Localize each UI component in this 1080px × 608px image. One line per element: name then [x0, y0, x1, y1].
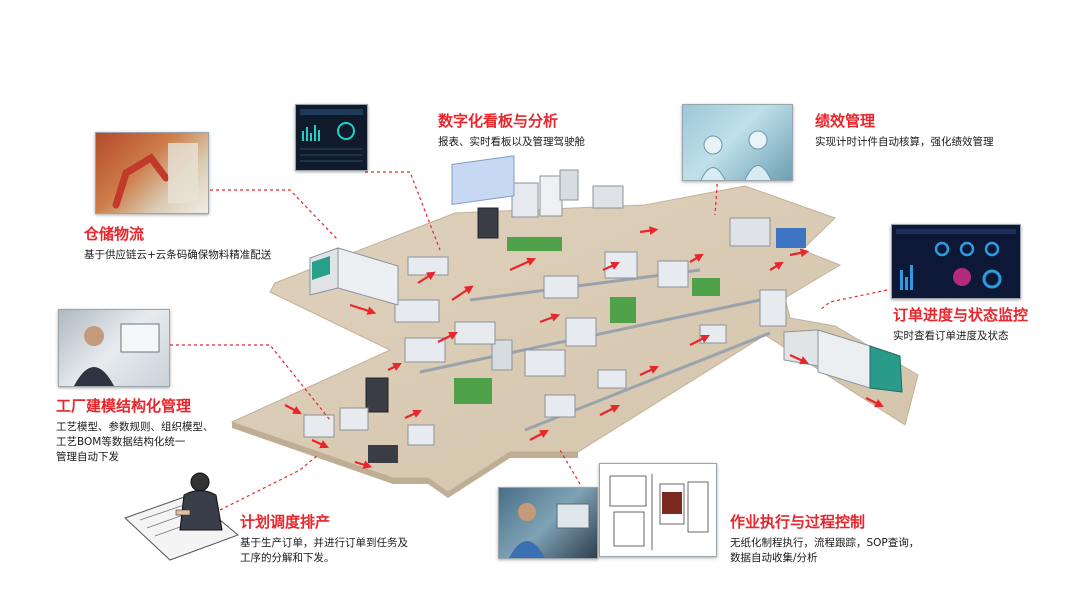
desc-line: 基于生产订单，并进行订单到任务及 — [240, 537, 408, 549]
workers-icon — [700, 130, 772, 180]
desc-line: 工艺BOM等数据结构化统一 — [56, 436, 186, 448]
factory-modeling-photo — [58, 309, 170, 387]
worker-at-bench-icon — [509, 503, 590, 558]
engineer-at-computer-icon — [74, 323, 160, 386]
desc-line: 基于供应链云+云条码确保物料精准配送 — [84, 249, 272, 261]
desc-line: 实现计时计件自动核算，强化绩效管理 — [815, 136, 994, 148]
performance-desc: 实现计时计件自动核算，强化绩效管理 — [815, 135, 994, 150]
planner-person — [124, 472, 239, 561]
equipment — [303, 155, 806, 463]
label-dashboard: 数字化看板与分析 报表、实时看板以及管理驾驶舱 — [438, 112, 585, 150]
engineering-drawing — [599, 463, 717, 557]
order-monitor-screenshot — [891, 224, 1021, 299]
desc-line: 报表、实时看板以及管理驾驶舱 — [438, 136, 585, 148]
scheduling-title: 计划调度排产 — [240, 513, 331, 531]
floor-edge — [232, 422, 578, 498]
dashboard-desc: 报表、实时看板以及管理驾驶舱 — [438, 135, 585, 150]
desc-line: 无纸化制程执行，流程跟踪，SOP查询， — [730, 537, 920, 549]
cleanroom-photo — [682, 104, 793, 181]
label-order-monitor: 订单进度与状态监控 实时查看订单进度及状态 — [893, 306, 1028, 344]
label-scheduling: 计划调度排产 基于生产订单，并进行订单到任务及 工序的分解和下发。 — [240, 513, 408, 566]
factory-model-desc: 工艺模型、参数规则、组织模型、 工艺BOM等数据结构化统一 管理自动下发 — [56, 420, 214, 465]
label-warehouse: 仓储物流 基于供应链云+云条码确保物料精准配送 — [84, 225, 271, 263]
factory-model-title: 工厂建模结构化管理 — [56, 397, 192, 415]
performance-title: 绩效管理 — [815, 112, 876, 130]
dashboard-title: 数字化看板与分析 — [438, 112, 559, 130]
truck-inbound — [309, 247, 399, 306]
warehouse-title: 仓储物流 — [84, 225, 145, 243]
label-execution: 作业执行与过程控制 无纸化制程执行，流程跟踪，SOP查询， 数据自动收集/分析 — [730, 513, 919, 566]
order-monitor-title: 订单进度与状态监控 — [893, 306, 1029, 324]
connector-lines — [170, 171, 888, 511]
label-performance: 绩效管理 实现计时计件自动核算，强化绩效管理 — [815, 112, 994, 150]
desc-line: 管理自动下发 — [56, 451, 119, 463]
worker-photo — [498, 487, 598, 559]
scheduling-desc: 基于生产订单，并进行订单到任务及 工序的分解和下发。 — [240, 536, 408, 566]
desc-line: 工艺模型、参数规则、组织模型、 — [56, 421, 214, 433]
monitor-chart-icon — [896, 229, 1016, 290]
label-factory-model: 工厂建模结构化管理 工艺模型、参数规则、组织模型、 工艺BOM等数据结构化统一 … — [56, 397, 214, 465]
execution-desc: 无纸化制程执行，流程跟踪，SOP查询， 数据自动收集/分析 — [730, 536, 919, 566]
technical-drawing-icon — [609, 474, 709, 550]
order-monitor-desc: 实时查看订单进度及状态 — [893, 329, 1028, 344]
warehouse-desc: 基于供应链云+云条码确保物料精准配送 — [84, 248, 271, 263]
flow-arrows — [284, 226, 884, 469]
robot-arm-icon — [112, 143, 198, 209]
warehouse-photo — [95, 132, 209, 214]
dashboard-screenshot — [295, 104, 368, 171]
desc-line: 实时查看订单进度及状态 — [893, 330, 1009, 342]
execution-title: 作业执行与过程控制 — [730, 513, 866, 531]
dashboard-chart-icon — [300, 109, 363, 162]
desc-line: 工序的分解和下发。 — [240, 552, 335, 564]
desc-line: 数据自动收集/分析 — [730, 552, 818, 564]
